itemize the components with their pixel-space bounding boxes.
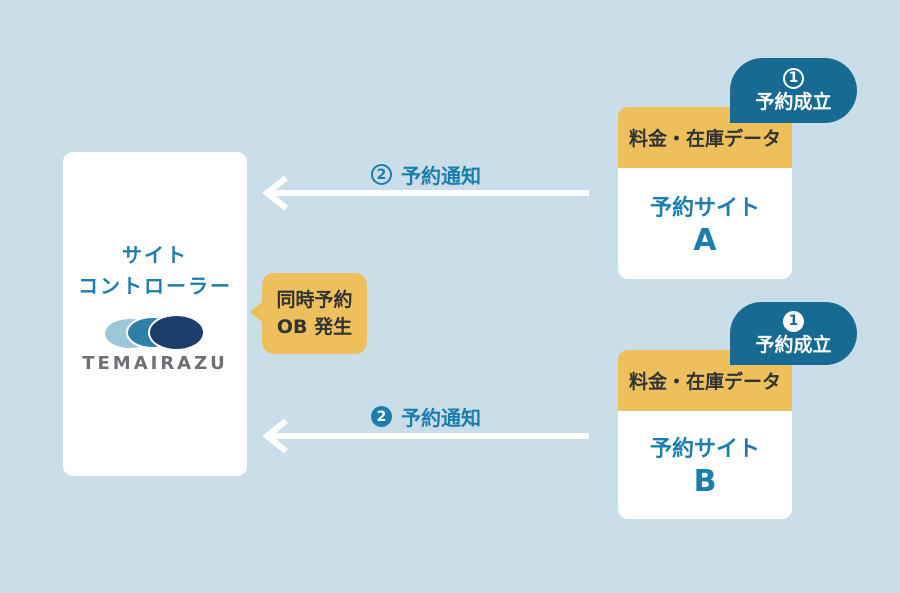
site-b-card: 料金・在庫データ 予約サイト B (618, 350, 792, 519)
temairazu-wordmark: TEMAIRAZU (82, 353, 228, 374)
booking-notify-arrow-a (261, 175, 591, 211)
site-b-name: 予約サイト (649, 437, 760, 462)
site-a-body: 予約サイト A (618, 168, 792, 279)
booking-notify-arrow-b (261, 418, 591, 454)
circled-number-2-outline: 2 (371, 164, 392, 185)
circled-number-2-filled: 2 (371, 406, 392, 427)
site-a-booking-text: 予約成立 (755, 90, 832, 113)
circled-number-1-outline: 1 (783, 67, 804, 89)
site-controller-title-line1: サイト (122, 243, 188, 267)
overbooking-callout: 同時予約 OB 発生 (250, 273, 367, 354)
site-b-data-header-text: 料金・在庫データ (628, 371, 781, 393)
booking-notify-text-a: 予約通知 (401, 164, 481, 188)
site-a-name: 予約サイト (649, 195, 760, 221)
site-a-letter: A (693, 222, 717, 258)
site-b-booking-text: 予約成立 (755, 333, 832, 356)
site-a-booking-bubble: 1 予約成立 (730, 58, 857, 123)
overbooking-callout-line2: OB 発生 (276, 315, 353, 338)
temairazu-logo-icon (105, 314, 205, 352)
site-b-data-header: 料金・在庫データ (618, 350, 792, 421)
left-arrow-icon (262, 175, 589, 211)
site-a-data-header-text: 料金・在庫データ (628, 128, 781, 150)
site-controller-title: サイト コントローラー (63, 240, 247, 302)
booking-notify-label-b: 2 予約通知 (262, 402, 590, 431)
site-b-letter: B (693, 464, 717, 499)
site-b-booking-bubble: 1 予約成立 (730, 302, 857, 365)
site-controller-title-line2: コントローラー (78, 274, 232, 298)
site-a-card: 料金・在庫データ 予約サイト A (618, 107, 792, 279)
booking-notify-text-b: 予約通知 (401, 406, 481, 430)
logo-ellipse-navy (148, 314, 205, 351)
site-controller-card: サイト コントローラー TEMAIRAZU (63, 152, 247, 476)
left-arrow-icon (262, 418, 589, 454)
circled-number-1-filled: 1 (783, 310, 804, 332)
booking-notify-label-a: 2 予約通知 (262, 160, 590, 189)
site-b-body: 予約サイト B (618, 411, 792, 519)
overbooking-callout-line1: 同時予約 (276, 288, 353, 311)
